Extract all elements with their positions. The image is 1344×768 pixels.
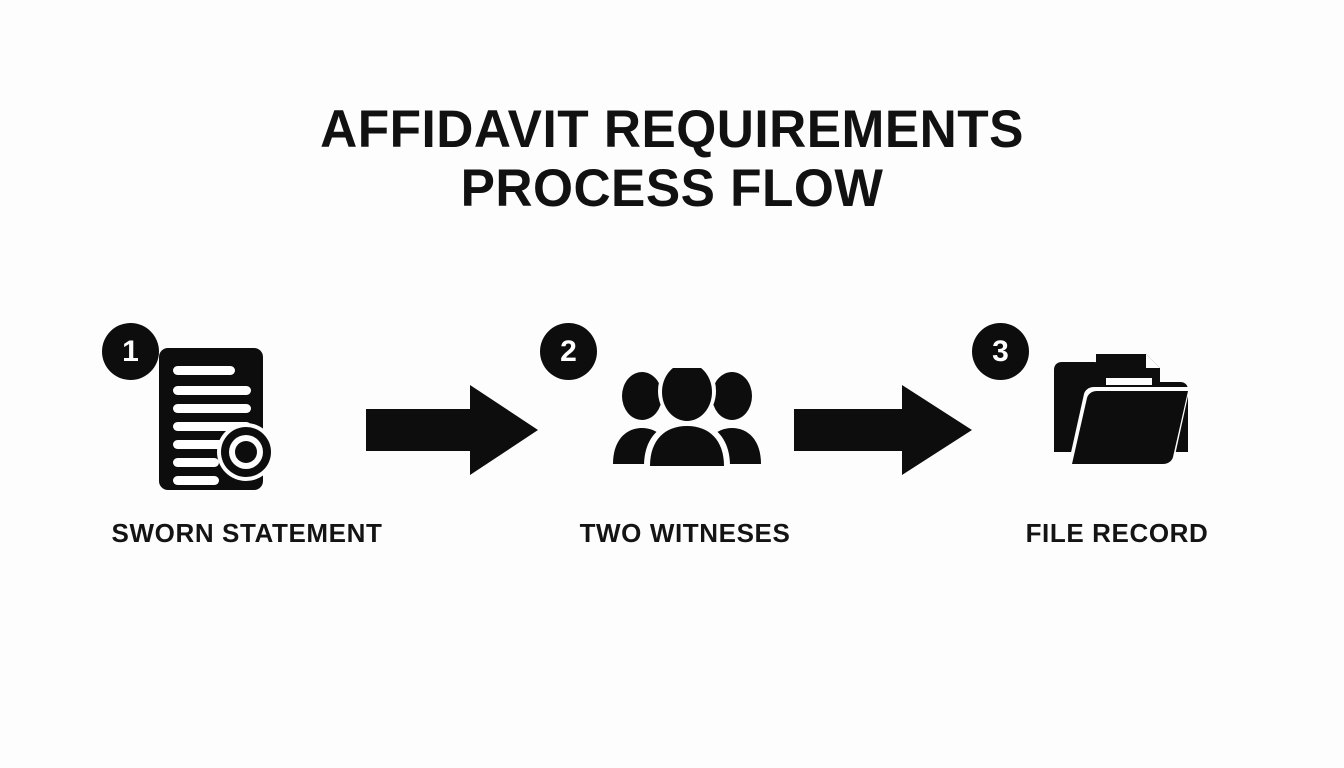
step-1-sworn-statement[interactable]: 1 bbox=[102, 300, 392, 570]
step-1-label: SWORN STATEMENT bbox=[111, 518, 383, 548]
folder-file-icon bbox=[1054, 348, 1234, 498]
step-number-badge-2: 2 bbox=[540, 323, 597, 380]
step-2-label: TWO WITNESES bbox=[579, 518, 791, 548]
step-number-badge-3: 3 bbox=[972, 323, 1029, 380]
step-3-label: FILE RECORD bbox=[1025, 518, 1209, 548]
page-title: AFFIDAVIT REQUIREMENTS PROCESS FLOW bbox=[0, 100, 1344, 218]
arrow-right-icon-1 bbox=[366, 385, 538, 475]
step-3-file-record[interactable]: 3 FILE RECORD bbox=[972, 300, 1262, 570]
step-2-two-witnesses[interactable]: 2 bbox=[540, 300, 830, 570]
arrow-right-icon-2 bbox=[794, 385, 972, 475]
step-number-badge-1: 1 bbox=[102, 323, 159, 380]
document-seal-icon bbox=[157, 340, 337, 490]
process-flow-steps: 1 bbox=[0, 300, 1344, 570]
people-group-icon bbox=[613, 368, 793, 518]
title-line-2: PROCESS FLOW bbox=[460, 159, 884, 218]
title-line-1: AFFIDAVIT REQUIREMENTS bbox=[320, 100, 1024, 159]
